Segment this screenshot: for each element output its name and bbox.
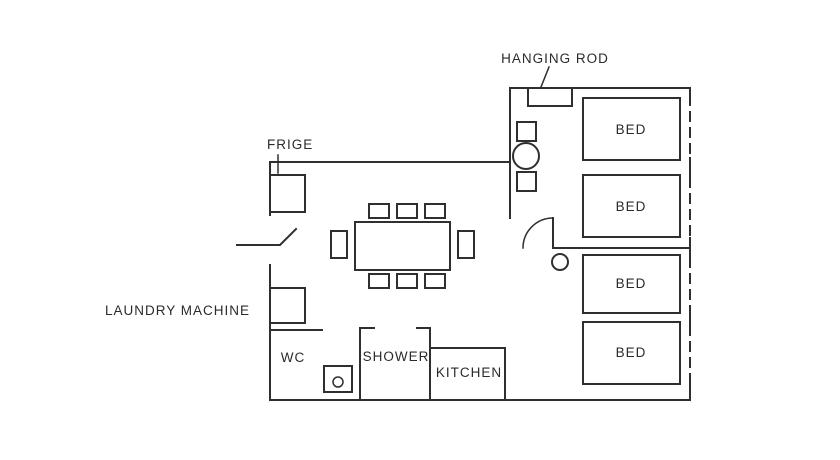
bed-3 — [582, 254, 681, 314]
hanging-rod-label: HANGING ROD — [501, 51, 609, 66]
bed-2-label: BED — [616, 199, 647, 214]
chair-left — [330, 230, 348, 259]
dining-table — [354, 221, 451, 271]
chair-bottom-1 — [368, 273, 390, 289]
bed-4-label: BED — [616, 345, 647, 360]
bed-3-label: BED — [616, 276, 647, 291]
vanity-cabinet-bottom — [516, 171, 537, 192]
toilet-bowl — [332, 376, 344, 388]
walls — [236, 66, 691, 401]
hanging-rod — [527, 87, 573, 107]
toilet — [323, 365, 353, 393]
bed-4 — [582, 321, 681, 385]
furniture — [269, 87, 681, 393]
chair-top-1 — [368, 203, 390, 219]
bed-1-label: BED — [616, 122, 647, 137]
entry-door — [236, 227, 298, 246]
fridge-label: FRIGE — [267, 137, 313, 152]
chair-bottom-2 — [396, 273, 418, 289]
chair-bottom-3 — [424, 273, 446, 289]
fridge — [269, 174, 306, 213]
wall-kitchen — [429, 347, 506, 401]
shower-label: SHOWER — [363, 349, 430, 364]
bedroom-door-swing-arc — [522, 217, 554, 249]
stool — [551, 253, 569, 271]
vanity-sink — [512, 142, 540, 170]
laundry-machine-label: LAUNDRY MACHINE — [105, 303, 250, 318]
laundry-machine — [269, 287, 306, 324]
vanity-cabinet-top — [516, 121, 537, 142]
chair-top-3 — [424, 203, 446, 219]
hanging-rod-leader-line — [540, 66, 550, 88]
bed-2 — [582, 174, 681, 238]
kitchen-label: KITCHEN — [436, 365, 502, 380]
bed-1 — [582, 97, 681, 161]
chair-right — [457, 230, 475, 259]
labels: HANGING ROD FRIGE LAUNDRY MACHINE WC SHO… — [105, 51, 647, 380]
chair-top-2 — [396, 203, 418, 219]
wall-shower — [359, 327, 431, 401]
wc-label: WC — [281, 350, 306, 365]
toilet-tank — [323, 365, 353, 393]
